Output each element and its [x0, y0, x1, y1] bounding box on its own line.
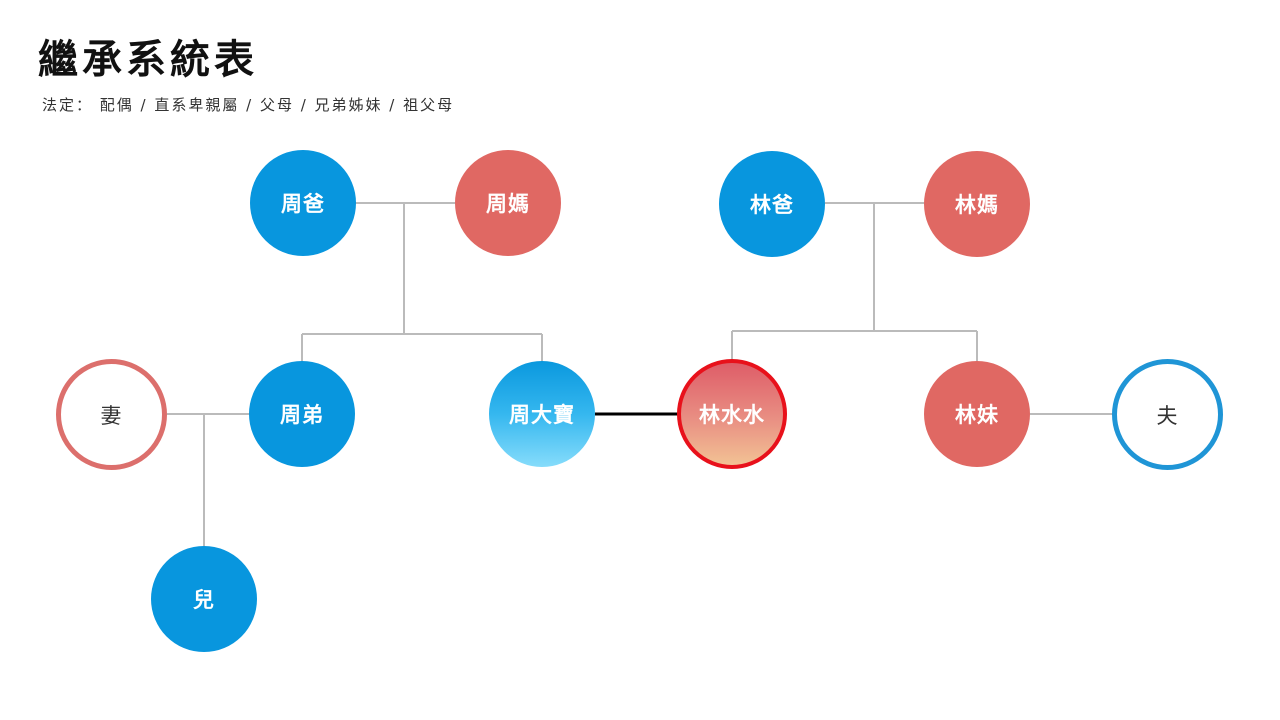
node-zhou-dad[interactable]: 周爸 — [250, 150, 356, 256]
node-lin-mom[interactable]: 林媽 — [924, 151, 1030, 257]
page-title: 繼承系統表 — [38, 37, 258, 83]
node-lin-sister[interactable]: 林妹 — [924, 361, 1030, 467]
node-zhou-mom[interactable]: 周媽 — [455, 150, 561, 256]
legal-heirs-subtitle: 法定： 配偶 / 直系卑親屬 / 父母 / 兄弟姊妹 / 祖父母 — [42, 96, 455, 114]
node-husband[interactable]: 夫 — [1112, 359, 1223, 470]
node-wife[interactable]: 妻 — [56, 359, 167, 470]
node-lin-dad[interactable]: 林爸 — [719, 151, 825, 257]
node-son[interactable]: 兒 — [151, 546, 257, 652]
node-zhou-brother[interactable]: 周弟 — [249, 361, 355, 467]
node-lin-shuishui[interactable]: 林水水 — [677, 359, 787, 469]
node-zhou-dabao[interactable]: 周大寶 — [489, 361, 595, 467]
